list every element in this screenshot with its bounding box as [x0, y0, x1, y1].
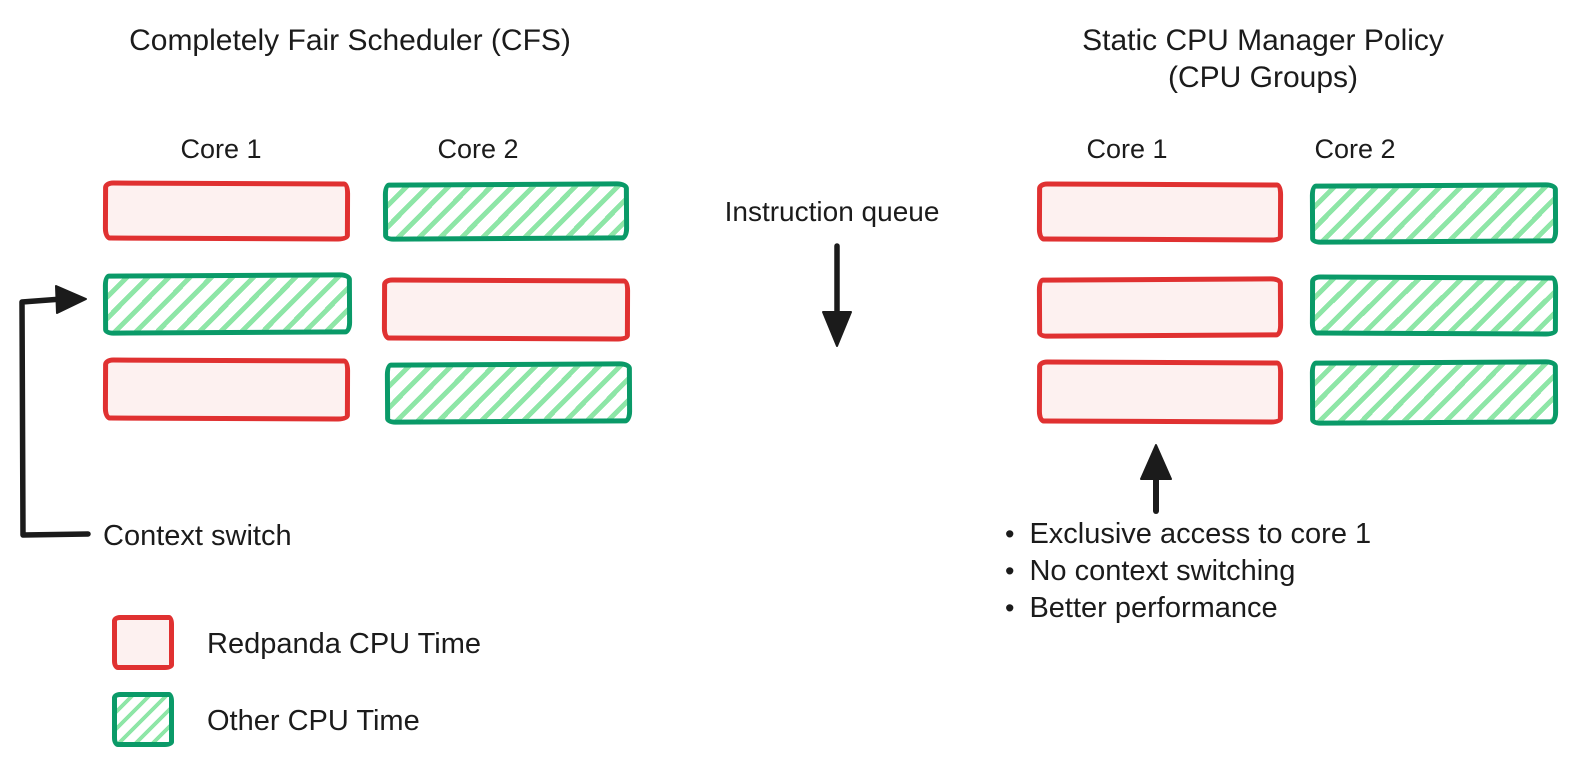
static-core2-label: Core 2 [1314, 134, 1396, 164]
legend-other-swatch [112, 692, 174, 747]
benefit-item: Better performance [1005, 590, 1371, 627]
cfs-title: Completely Fair Scheduler (CFS) [129, 24, 571, 57]
static-core1-label: Core 1 [1086, 134, 1168, 164]
cfs-core2-slot-1 [382, 181, 630, 242]
cfs-core2-slot-2 [381, 277, 631, 342]
static-core1-slot-2 [1036, 276, 1284, 339]
context-switch-arrow-icon [19, 285, 91, 538]
cfs-core2-slot-3 [384, 361, 633, 425]
instruction-queue-arrow-icon [822, 243, 852, 347]
cfs-core1-slot-2 [102, 272, 353, 336]
static-policy-title-line1: Static CPU Manager Policy [1082, 24, 1444, 57]
legend-other-label: Other CPU Time [207, 705, 420, 737]
cfs-core2-label: Core 2 [437, 134, 519, 164]
static-core1-slot-1 [1036, 181, 1284, 243]
context-switch-label: Context switch [103, 520, 292, 552]
static-core2-slot-1 [1309, 182, 1559, 245]
static-core2-slot-3 [1309, 359, 1559, 426]
instruction-queue-label: Instruction queue [724, 196, 940, 227]
static-core2-slot-2 [1309, 274, 1559, 337]
cfs-core1-label: Core 1 [180, 134, 262, 164]
static-policy-title: Static CPU Manager Policy (CPU Groups) [1063, 22, 1463, 96]
benefit-item: No context switching [1005, 553, 1371, 590]
cfs-core1-slot-3 [102, 357, 351, 422]
cfs-core1-slot-1 [102, 180, 351, 242]
legend-redpanda-swatch [112, 615, 174, 670]
static-policy-benefits-list: Exclusive access to core 1 No context sw… [1005, 516, 1371, 627]
benefit-item: Exclusive access to core 1 [1005, 516, 1371, 553]
static-policy-title-line2: (CPU Groups) [1167, 61, 1359, 94]
legend-redpanda-label: Redpanda CPU Time [207, 628, 482, 660]
static-core1-slot-3 [1036, 359, 1284, 425]
exclusive-access-arrow-icon [1140, 444, 1172, 514]
